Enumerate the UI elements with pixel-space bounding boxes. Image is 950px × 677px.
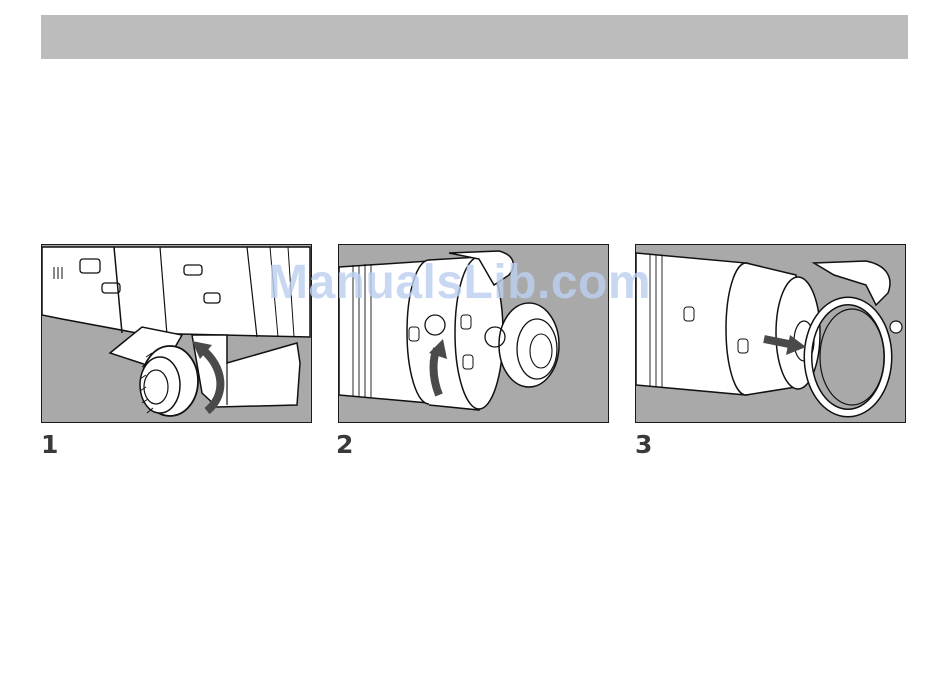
step-number-1: 1 [41, 430, 58, 459]
header-bar [41, 15, 908, 59]
illustration-panel-2 [338, 244, 609, 423]
illustration-panel-3 [635, 244, 906, 423]
step-number-3: 3 [635, 430, 652, 459]
hood-rotate-illustration [339, 245, 609, 423]
tripod-mount-illustration [42, 245, 312, 423]
hood-remove-illustration [636, 245, 906, 423]
illustration-panel-1 [41, 244, 312, 423]
step-number-2: 2 [336, 430, 353, 459]
